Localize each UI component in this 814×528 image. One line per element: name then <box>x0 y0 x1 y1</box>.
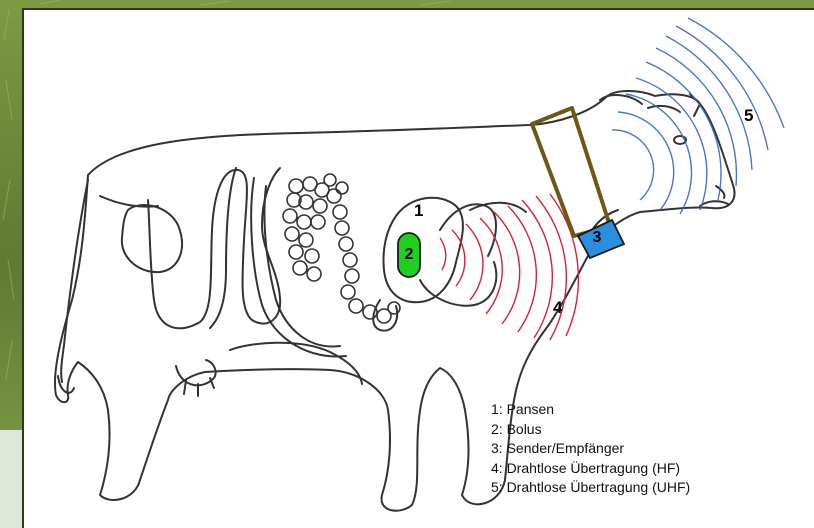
callout-hf: 4 <box>553 298 562 318</box>
organ-left <box>122 205 182 272</box>
legend: 1: Pansen 2: Bolus 3: Sender/Empfänger 4… <box>491 400 690 498</box>
uhf-waves <box>612 18 784 214</box>
legend-item-pansen: 1: Pansen <box>491 400 690 420</box>
legend-item-uhf: 5: Drahtlose Übertragung (UHF) <box>491 478 690 498</box>
legend-item-hf: 4: Drahtlose Übertragung (HF) <box>491 459 690 479</box>
callout-pansen: 1 <box>414 201 423 221</box>
collar-strap <box>532 108 610 236</box>
legend-item-sender: 3: Sender/Empfänger <box>491 439 690 459</box>
callout-uhf: 5 <box>744 106 753 126</box>
callout-sender: 3 <box>586 226 608 250</box>
callout-bolus: 2 <box>398 243 420 267</box>
tail <box>61 180 88 382</box>
legend-item-bolus: 2: Bolus <box>491 420 690 440</box>
